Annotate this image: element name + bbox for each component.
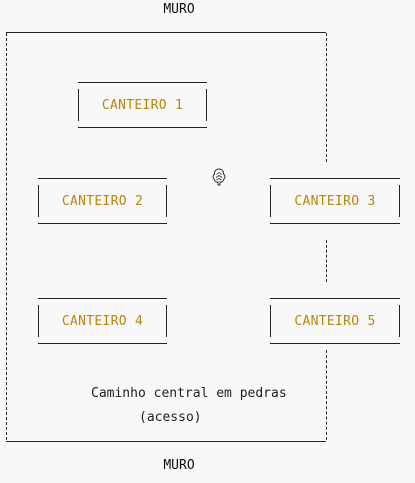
tree-icon [212,168,226,186]
top-wall-label: MURO [163,2,195,17]
bottom-wall-label: MURO [163,458,195,473]
left-wall-segment [6,33,7,440]
garden-plot-3-label: CANTEIRO 3 [294,193,376,209]
right-wall-segment-upper [326,33,327,162]
garden-plot-1: CANTEIRO 1 [78,82,207,128]
garden-plot-4: CANTEIRO 4 [38,298,167,344]
garden-boundary [6,32,326,442]
garden-plot-2: CANTEIRO 2 [38,178,167,224]
garden-plot-4-label: CANTEIRO 4 [61,313,144,329]
central-path-label: Caminho central em pedras [91,386,287,401]
garden-plot-2-label: CANTEIRO 2 [61,193,144,209]
right-wall-segment-middle [326,240,327,282]
garden-plot-5-label: CANTEIRO 5 [294,313,376,329]
garden-plot-5: CANTEIRO 5 [270,298,400,344]
right-wall-segment-lower [326,350,327,440]
garden-plot-3: CANTEIRO 3 [270,178,400,224]
garden-plot-1-label: CANTEIRO 1 [101,97,184,113]
central-path-access-label: (acesso) [139,410,202,425]
